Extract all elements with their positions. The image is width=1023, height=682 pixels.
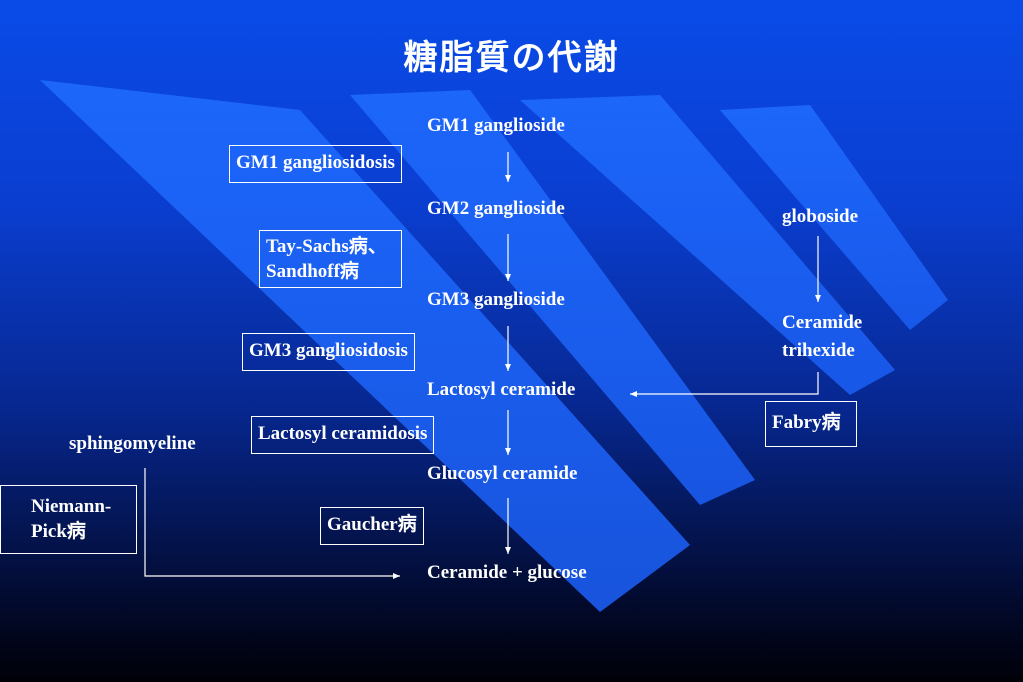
node-glucosyl-ceramide: Glucosyl ceramide [427, 463, 578, 484]
disease-tay-sachs-sandhoff: Tay-Sachs病、 Sandhoff病 [259, 230, 402, 288]
ceramide-trihexide-line2: trihexide [782, 340, 855, 361]
disease-gaucher: Gaucher病 [320, 507, 424, 545]
disease-gm3-gangliosidosis: GM3 gangliosidosis [242, 333, 415, 371]
arrow-sphingomyeline-to-ceramide [144, 468, 400, 579]
tay-sachs-line1: Tay-Sachs病、 [266, 236, 387, 257]
disease-niemann-pick: Niemann- Pick病 [0, 485, 137, 554]
node-sphingomyeline: sphingomyeline [69, 433, 196, 454]
node-gm3-ganglioside: GM3 ganglioside [427, 289, 565, 310]
node-ceramide-glucose: Ceramide + glucose [427, 562, 587, 583]
niemann-pick-line2: Pick病 [31, 521, 86, 542]
node-globoside: globoside [782, 206, 859, 227]
node-lactosyl-ceramide: Lactosyl ceramide [427, 379, 576, 400]
stripe-3 [520, 95, 895, 395]
niemann-pick-line1: Niemann- [31, 496, 112, 517]
node-ceramide-trihexide: Ceramide trihexide [782, 309, 862, 365]
page-title: 糖脂質の代謝 [403, 38, 620, 78]
disease-fabry: Fabry病 [765, 401, 857, 447]
disease-lactosyl-ceramidosis: Lactosyl ceramidosis [251, 416, 435, 454]
node-gm1-ganglioside: GM1 ganglioside [427, 115, 565, 136]
tay-sachs-line2: Sandhoff病 [266, 261, 359, 282]
node-gm2-ganglioside: GM2 ganglioside [427, 198, 565, 219]
disease-gm1-gangliosidosis: GM1 gangliosidosis [229, 145, 402, 183]
arrow-trihexide-to-lactosyl [630, 372, 819, 397]
stripe-1 [40, 80, 690, 612]
ceramide-trihexide-line1: Ceramide [782, 312, 863, 333]
stripe-4 [720, 105, 948, 330]
stripe-2 [350, 90, 755, 505]
